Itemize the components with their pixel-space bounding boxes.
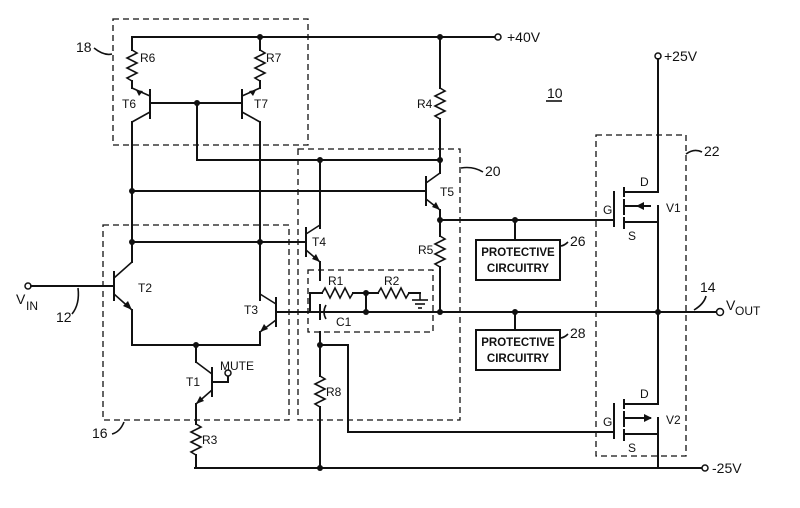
label-r5: R5 <box>418 243 434 257</box>
rail-plus40 <box>131 33 502 41</box>
ref-10: 10 <box>547 85 563 101</box>
rail-plus25 <box>654 52 662 171</box>
protective-circuitry-top: PROTECTIVE CIRCUITRY <box>475 239 561 281</box>
svg-text:OUT: OUT <box>735 304 761 318</box>
label-mute: MUTE <box>220 359 254 373</box>
label-r2: R2 <box>384 274 400 288</box>
label-plus40: +40V <box>507 29 541 45</box>
mosfet-v1 <box>613 169 659 313</box>
resistor-r8 <box>313 375 327 408</box>
label-v2: V2 <box>666 413 681 427</box>
label-minus25: -25V <box>712 460 742 476</box>
label-r8: R8 <box>326 385 342 399</box>
label-v1-gate: G <box>603 203 612 217</box>
label-r6: R6 <box>140 51 156 65</box>
svg-text:PROTECTIVE: PROTECTIVE <box>481 247 555 259</box>
label-r4: R4 <box>417 97 433 111</box>
label-t7: T7 <box>254 97 268 111</box>
mosfet-v2 <box>613 397 659 469</box>
rail-minus25 <box>194 464 709 472</box>
block-16-outline <box>102 224 290 421</box>
protective-circuitry-bottom: PROTECTIVE CIRCUITRY <box>475 329 561 371</box>
label-v1: V1 <box>666 201 681 215</box>
resistor-r3 <box>189 423 203 456</box>
ref-18: 18 <box>76 39 92 55</box>
transistor-t5 <box>425 172 441 211</box>
capacitor-c1 <box>319 304 327 320</box>
label-v2-gate: G <box>603 415 612 429</box>
label-r7: R7 <box>266 51 282 65</box>
label-v2-drain: D <box>640 387 649 401</box>
label-plus25: +25V <box>664 48 698 64</box>
svg-text:CIRCUITRY: CIRCUITRY <box>487 263 550 275</box>
svg-text:V: V <box>16 291 26 307</box>
ref-20: 20 <box>485 163 501 179</box>
svg-text:IN: IN <box>26 299 38 313</box>
resistor-r4 <box>433 87 447 120</box>
label-t1: T1 <box>186 375 200 389</box>
label-vout: V OUT <box>726 297 761 318</box>
ref-16: 16 <box>92 425 108 441</box>
label-t5: T5 <box>440 185 454 199</box>
ref-14: 14 <box>700 279 716 295</box>
resistor-r1 <box>321 286 354 300</box>
resistor-r2 <box>377 286 410 300</box>
label-t3: T3 <box>244 303 258 317</box>
svg-text:CIRCUITRY: CIRCUITRY <box>487 353 550 365</box>
block-22-outline <box>595 134 687 457</box>
resistor-r6 <box>125 49 139 82</box>
ground-symbol <box>412 293 428 309</box>
svg-text:V: V <box>726 297 736 313</box>
block-feedback-outline <box>307 269 434 333</box>
resistor-r7 <box>253 49 267 82</box>
label-r3: R3 <box>202 433 218 447</box>
label-v2-source: S <box>628 441 636 455</box>
label-vin: V IN <box>16 291 38 313</box>
label-v1-drain: D <box>640 175 649 189</box>
transistor-t4 <box>305 224 321 263</box>
transistor-t3 <box>259 293 277 333</box>
label-c1: C1 <box>336 315 352 329</box>
ref-12: 12 <box>56 309 72 325</box>
label-t2: T2 <box>138 281 152 295</box>
label-v1-source: S <box>628 229 636 243</box>
label-t4: T4 <box>312 235 326 249</box>
svg-text:PROTECTIVE: PROTECTIVE <box>481 337 555 349</box>
label-r1: R1 <box>328 274 344 288</box>
label-t6: T6 <box>122 97 136 111</box>
ref-28: 28 <box>570 325 586 341</box>
ref-22: 22 <box>704 143 720 159</box>
ref-26: 26 <box>570 233 586 249</box>
transistor-t2 <box>113 261 133 311</box>
block-20-outline <box>297 148 461 421</box>
resistor-r5 <box>433 235 447 268</box>
